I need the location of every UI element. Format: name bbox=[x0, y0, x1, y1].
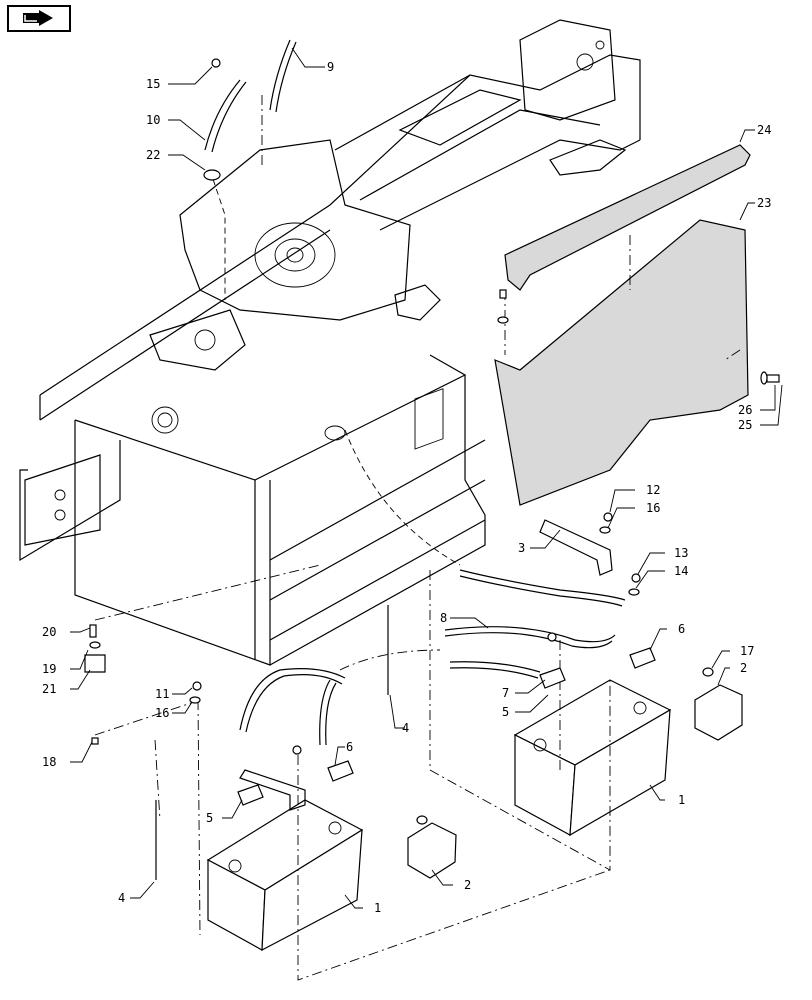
callout-4-upper: 4 bbox=[402, 721, 409, 735]
callout-10: 10 bbox=[146, 113, 160, 127]
upper-housing bbox=[149, 139, 441, 371]
battery-cover-23 bbox=[494, 219, 749, 506]
terminal-cover-left bbox=[407, 822, 457, 879]
callout-12: 12 bbox=[646, 483, 660, 497]
terminal-cover-right bbox=[694, 684, 743, 741]
nav-button[interactable] bbox=[7, 5, 71, 32]
callout-6-left: 6 bbox=[346, 740, 353, 754]
callout-17: 17 bbox=[740, 644, 754, 658]
callout-5-right: 5 bbox=[502, 705, 509, 719]
navigation-arrow-icon bbox=[23, 10, 53, 26]
callout-4-lower: 4 bbox=[118, 891, 125, 905]
callout-2-left: 2 bbox=[464, 878, 471, 892]
battery-cover-24 bbox=[504, 144, 751, 291]
cables bbox=[204, 39, 626, 746]
callout-13: 13 bbox=[674, 546, 688, 560]
hold-down-bracket bbox=[539, 519, 613, 576]
callout-18: 18 bbox=[42, 755, 56, 769]
callout-3: 3 bbox=[518, 541, 525, 555]
chassis-frame bbox=[19, 19, 641, 562]
hold-down-bracket-left bbox=[239, 769, 306, 811]
callout-6-right: 6 bbox=[678, 622, 685, 636]
battery-right bbox=[513, 679, 672, 837]
callout-labels: 15 9 10 22 24 23 26 25 12 16 3 13 14 6 8… bbox=[42, 60, 771, 915]
callout-26: 26 bbox=[738, 403, 752, 417]
center-lines bbox=[94, 95, 741, 981]
battery-left bbox=[206, 799, 364, 952]
callout-22: 22 bbox=[146, 148, 160, 162]
callout-15: 15 bbox=[146, 77, 160, 91]
callout-1-right: 1 bbox=[678, 793, 685, 807]
callout-16-bottom: 16 bbox=[155, 706, 169, 720]
callout-16-top: 16 bbox=[646, 501, 660, 515]
callout-11: 11 bbox=[155, 687, 169, 701]
callout-25: 25 bbox=[738, 418, 752, 432]
battery-box bbox=[74, 354, 486, 666]
callout-14: 14 bbox=[674, 564, 688, 578]
callout-20: 20 bbox=[42, 625, 56, 639]
callout-2-right: 2 bbox=[740, 661, 747, 675]
hardware bbox=[84, 58, 780, 825]
callout-9: 9 bbox=[327, 60, 334, 74]
callout-7: 7 bbox=[502, 686, 509, 700]
callout-5-left: 5 bbox=[206, 811, 213, 825]
callout-21: 21 bbox=[42, 682, 56, 696]
callout-19: 19 bbox=[42, 662, 56, 676]
callout-23: 23 bbox=[757, 196, 771, 210]
callout-24: 24 bbox=[757, 123, 771, 137]
leader-lines bbox=[70, 47, 783, 909]
callout-8: 8 bbox=[440, 611, 447, 625]
callout-1-left: 1 bbox=[374, 901, 381, 915]
